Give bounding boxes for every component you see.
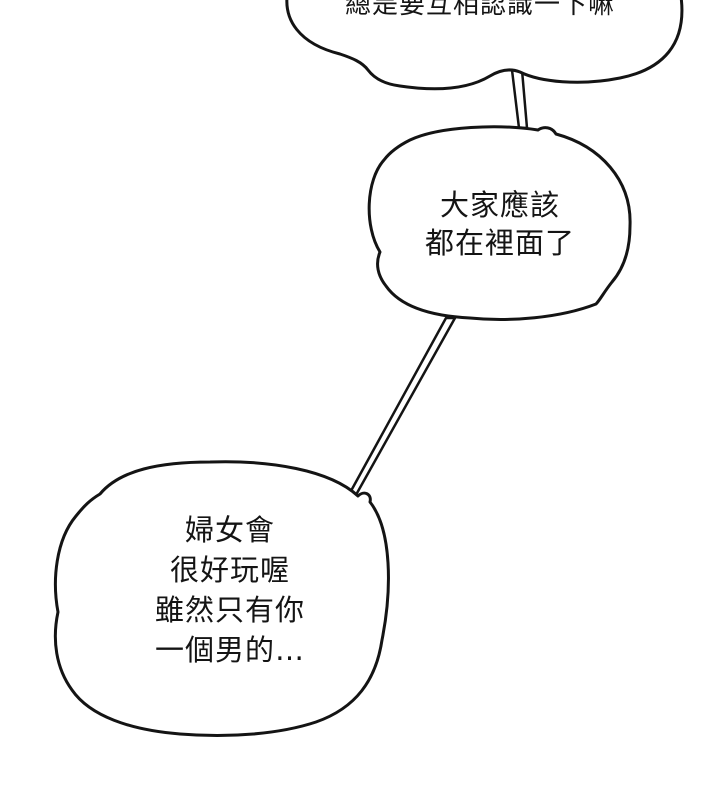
speech-bubble-top: [285, 0, 684, 91]
speech-line: 婦女會: [184, 513, 275, 547]
speech-bubble-top-text: 總是要互相認識一下嘛: [300, 0, 660, 22]
speech-bubble-middle: [367, 125, 632, 321]
speech-bubble-bottom-text: 婦女會 很好玩喔 雖然只有你 一個男的…: [120, 510, 340, 670]
bubble-tail-middle-to-bottom: [344, 316, 457, 504]
speech-bubble-middle-text: 大家應該 都在裡面了: [400, 186, 600, 262]
bubble-tail-top-to-middle: [510, 68, 529, 130]
speech-line: 都在裡面了: [424, 226, 575, 260]
speech-line: 雖然只有你: [154, 593, 305, 627]
speech-line: 很好玩喔: [169, 553, 290, 587]
speech-line: 大家應該: [439, 188, 560, 222]
speech-bubble-bottom: [53, 460, 390, 737]
speech-line: 一個男的…: [154, 633, 305, 667]
speech-line: 總是要互相認識一下嘛: [344, 0, 615, 20]
